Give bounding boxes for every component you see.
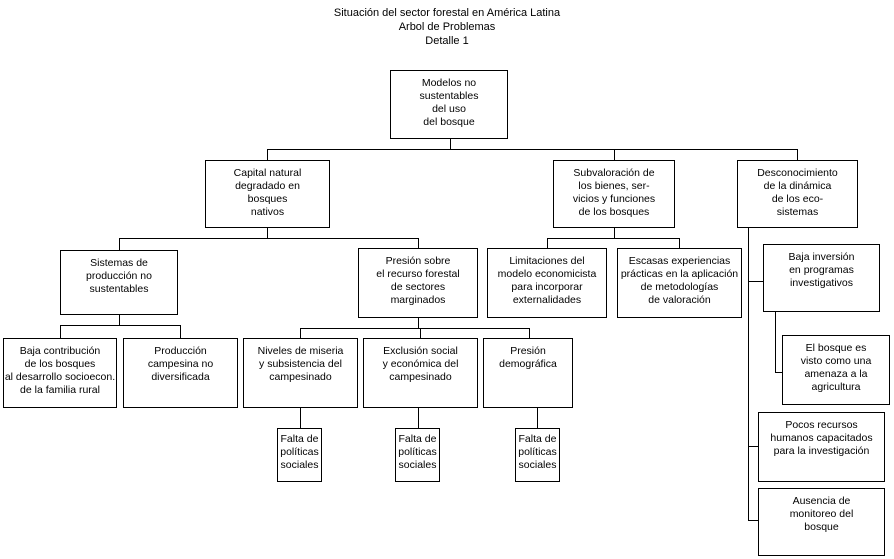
node-falta-politicas-2: Falta de políticas sociales: [395, 428, 440, 482]
connector-level2-horizontal: [267, 149, 798, 150]
diagram-title-line-3: Detalle 1: [425, 35, 469, 47]
connector-to-niveles-miseria: [300, 328, 301, 338]
node-exclusion-social: Exclusión social y económica del campesi…: [363, 338, 478, 408]
connector-to-bosque-amenaza: [775, 372, 783, 373]
connector-to-ausencia-monitoreo: [748, 520, 759, 521]
connector-subvaloracion-children-horizontal: [547, 238, 679, 239]
connector-to-limitaciones: [547, 238, 548, 248]
connector-capital-down: [267, 228, 268, 238]
node-modelos-no-sustentables: Modelos no sustentables del uso del bosq…: [390, 70, 508, 139]
node-escasas-experiencias: Escasas experiencias prácticas en la apl…: [617, 248, 742, 318]
node-subvaloracion-bienes: Subvaloración de los bienes, ser- vicios…: [553, 160, 675, 228]
connector-to-falta-politicas-2: [418, 408, 419, 428]
node-falta-politicas-3: Falta de políticas sociales: [515, 428, 560, 482]
node-ausencia-monitoreo: Ausencia de monitoreo del bosque: [758, 488, 885, 556]
connector-capital-children-horizontal: [119, 238, 419, 239]
connector-to-subvaloracion: [614, 149, 615, 160]
connector-to-baja-contribucion: [60, 325, 61, 338]
connector-subvaloracion-down: [614, 228, 615, 238]
node-capital-natural-degradado: Capital natural degradado en bosques nat…: [205, 160, 330, 228]
connector-sistemas-down: [119, 315, 120, 325]
connector-presion-children-horizontal: [300, 328, 530, 329]
connector-to-escasas: [679, 238, 680, 248]
node-desconocimiento-dinamica: Desconocimiento de la dinámica de los ec…: [737, 160, 858, 228]
connector-to-presion-demografica: [529, 328, 530, 338]
connector-desconocimiento-trunk: [748, 228, 749, 521]
node-sistemas-produccion: Sistemas de producción no sustentables: [60, 250, 178, 315]
connector-baja-inversion-down: [775, 311, 776, 373]
node-pocos-recursos: Pocos recursos humanos capacitados para …: [758, 412, 885, 482]
node-presion-demografica: Presión demográfica: [483, 338, 573, 408]
connector-to-baja-inversion: [748, 281, 763, 282]
connector-to-capital: [267, 149, 268, 160]
node-presion-recurso-forestal: Presión sobre el recurso forestal de sec…: [358, 248, 478, 318]
connector-to-desconocimiento: [797, 149, 798, 160]
diagram-title: Situación del sector forestal en América…: [0, 6, 894, 48]
connector-sistemas-children-horizontal: [60, 325, 181, 326]
connector-to-produccion-campesina: [180, 325, 181, 338]
connector-to-falta-politicas-3: [537, 408, 538, 428]
node-niveles-miseria: Niveles de miseria y subsistencia del ca…: [243, 338, 358, 408]
node-bosque-amenaza: El bosque es visto como una amenaza a la…: [782, 335, 890, 405]
diagram-title-line-1: Situación del sector forestal en América…: [333, 7, 561, 19]
node-baja-inversion: Baja inversión en programas investigativ…: [763, 244, 880, 312]
node-baja-contribucion: Baja contribución de los bosques al desa…: [3, 338, 117, 408]
connector-to-sistemas: [119, 238, 120, 250]
connector-to-pocos-recursos: [748, 446, 759, 447]
node-falta-politicas-1: Falta de políticas sociales: [277, 428, 322, 482]
connector-modelos-down: [450, 139, 451, 149]
connector-to-exclusion-social: [420, 328, 421, 338]
connector-presion-recurso-down: [418, 318, 419, 328]
diagram-title-line-2: Arbol de Problemas: [398, 21, 496, 33]
node-limitaciones-modelo: Limitaciones del modelo economicista par…: [487, 248, 607, 318]
node-produccion-campesina: Producción campesina no diversificada: [123, 338, 238, 408]
connector-to-falta-politicas-1: [300, 408, 301, 428]
connector-to-presion-recurso: [418, 238, 419, 248]
